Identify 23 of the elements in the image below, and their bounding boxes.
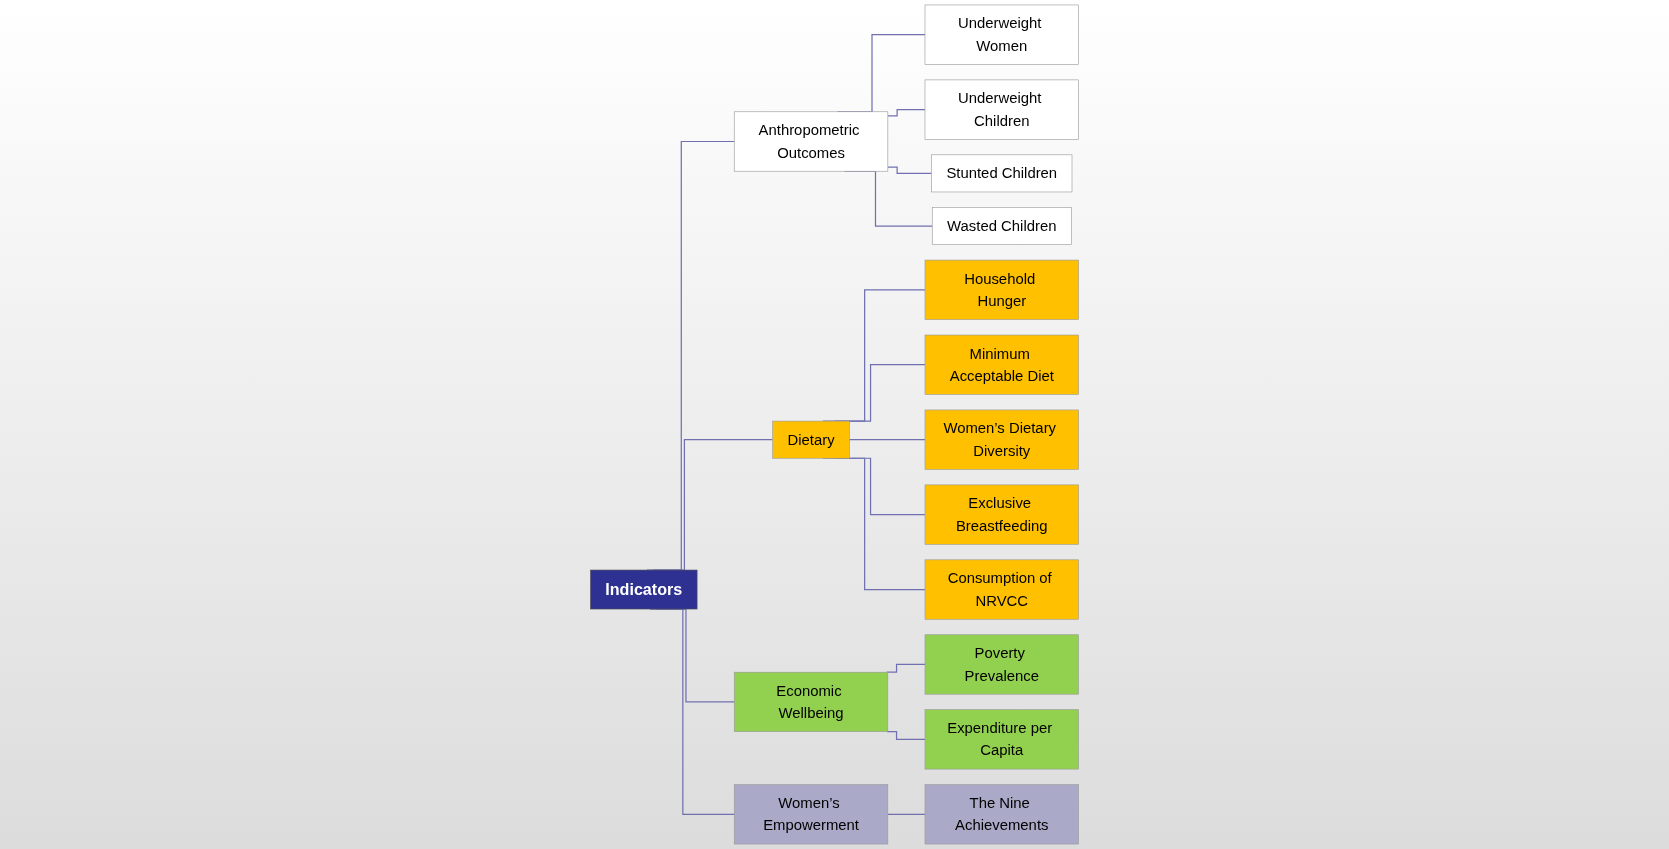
connector (887, 813, 926, 815)
node-box: Underweight Women (924, 4, 1079, 65)
node-box: Indicators (590, 569, 698, 610)
node-box: Stunted Children (931, 154, 1073, 193)
node-box: Exclusive Breastfeeding (924, 484, 1079, 545)
node-box: Expenditure per Capita (924, 709, 1079, 770)
node-box: Dietary (772, 420, 850, 459)
node-box: Consumption of NRVCC (924, 559, 1079, 620)
node-box: Underweight Children (924, 79, 1079, 140)
node-box: The Nine Achievements (924, 784, 1079, 845)
node-box: Household Hunger (924, 259, 1079, 320)
node-box: Economic Wellbeing (733, 671, 889, 732)
connector (848, 439, 926, 441)
node-box: Women’s Empowerment (733, 784, 889, 845)
node-box: Anthropometric Outcomes (733, 111, 889, 172)
connector (886, 731, 926, 740)
node-box: Wasted Children (931, 207, 1072, 245)
connector (886, 663, 926, 673)
connector (887, 109, 926, 117)
node-box: Women’s Dietary Diversity (924, 409, 1079, 470)
node-box: Poverty Prevalence (924, 634, 1079, 695)
node-box: Minimum Acceptable Diet (924, 334, 1079, 395)
connector (887, 166, 933, 174)
